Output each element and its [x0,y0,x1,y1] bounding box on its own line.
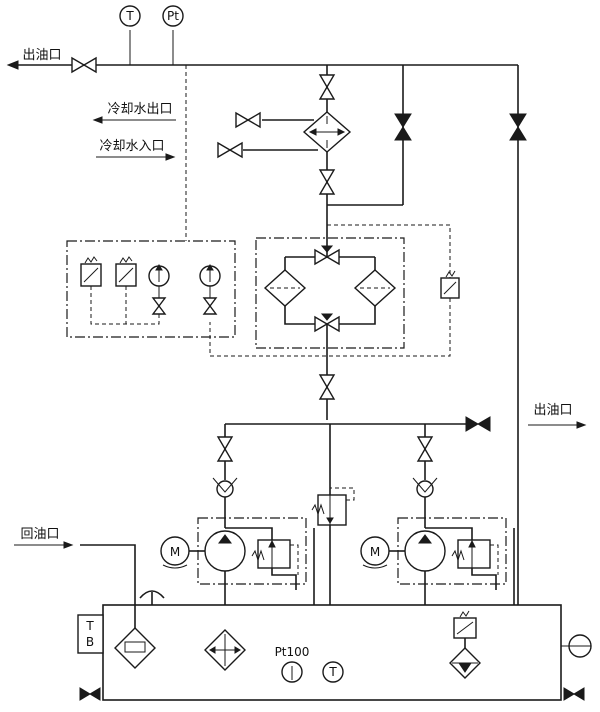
right-pump-icon [404,530,446,572]
terminal-box-icon: T B [77,614,104,654]
left-pump-icon [204,530,246,572]
level-gauge-icon [561,634,592,658]
bypass-valve [394,113,412,141]
oil-outlet-right-label: 出油口 [533,403,572,418]
gauge-isolation-valves [151,286,218,315]
instrument-signal-lines [90,286,160,325]
cooling-water-inlet-label: 冷却水入口 [99,139,164,154]
cooling-water-outlet-arrow [92,116,176,124]
main-relief-valve-icon [311,424,355,605]
left-motor-label: M [170,545,180,559]
terminal-box-top-label: T [85,619,94,633]
level-switch-icon [449,610,481,679]
pressure-switch-2-icon [115,256,137,287]
cooling-water-lines [243,119,318,151]
filter-right-icon [353,269,397,307]
drain-valve-right [563,687,585,701]
right-motor-icon: M [360,536,390,569]
changeover-valve-bottom [314,313,340,333]
right-check-valve-icon [412,477,438,498]
left-check-valve-icon [212,477,238,498]
pressure-gauge-2-icon [199,264,221,287]
right-pump-branch [416,424,434,528]
filter-pressure-switch-icon [440,270,460,299]
cooling-water-inlet-arrow [96,153,176,161]
oil-return-inlet-label: 回油口 [20,527,59,542]
cooling-water-valve-upper [235,111,261,129]
filter-outlet-valve [318,374,336,400]
cooling-water-outlet-label: 冷却水出口 [107,102,172,117]
duplex-filter-frame [255,237,405,349]
return-pipe [80,544,136,628]
temperature-gauge-label: T [125,9,134,23]
cooler-outlet-valve [318,169,336,195]
right-motor-label: M [370,545,380,559]
terminal-box-bottom-label: B [86,635,94,649]
tank-temp-label: T [328,665,337,679]
filter-signal-lines [209,224,451,357]
manifold-end-valve [465,416,491,432]
left-pump-branch [216,424,234,528]
pt-sensor-label: Pt [167,9,179,23]
tank-breather-icon [139,590,165,605]
pt-sensor-icon: Pt [162,5,184,27]
filter-left-icon [263,269,307,307]
outlet-valve-top-left [71,56,97,74]
changeover-valve-top [314,245,340,266]
oil-tank [102,604,562,701]
tank-pt100-label: Pt100 [275,645,310,659]
tank-heater-icon [204,629,246,671]
instrument-box [66,240,236,338]
cooler-inlet-valve [318,74,336,100]
cooling-water-valve-lower [217,141,243,159]
oil-return-inlet-arrow [14,541,74,549]
left-pump-unit: M [160,517,315,605]
tank-temperature-gauge-icon: T [322,661,344,683]
tank-pressure-gauge-icon [281,661,303,683]
left-motor-icon: M [160,536,190,569]
pressure-switch-1-icon [80,256,102,287]
top-header-pipe [6,30,518,70]
right-main-valve [509,113,527,141]
return-filter-icon [114,627,156,669]
right-pump-unit: M [360,517,515,605]
oil-outlet-right-arrow [528,421,587,429]
temperature-gauge-icon: T [119,5,141,27]
cooler-icon [302,111,352,153]
oil-outlet-top-label: 出油口 [22,48,61,63]
drain-valve-left [79,687,101,701]
pressure-gauge-1-icon [148,264,170,287]
